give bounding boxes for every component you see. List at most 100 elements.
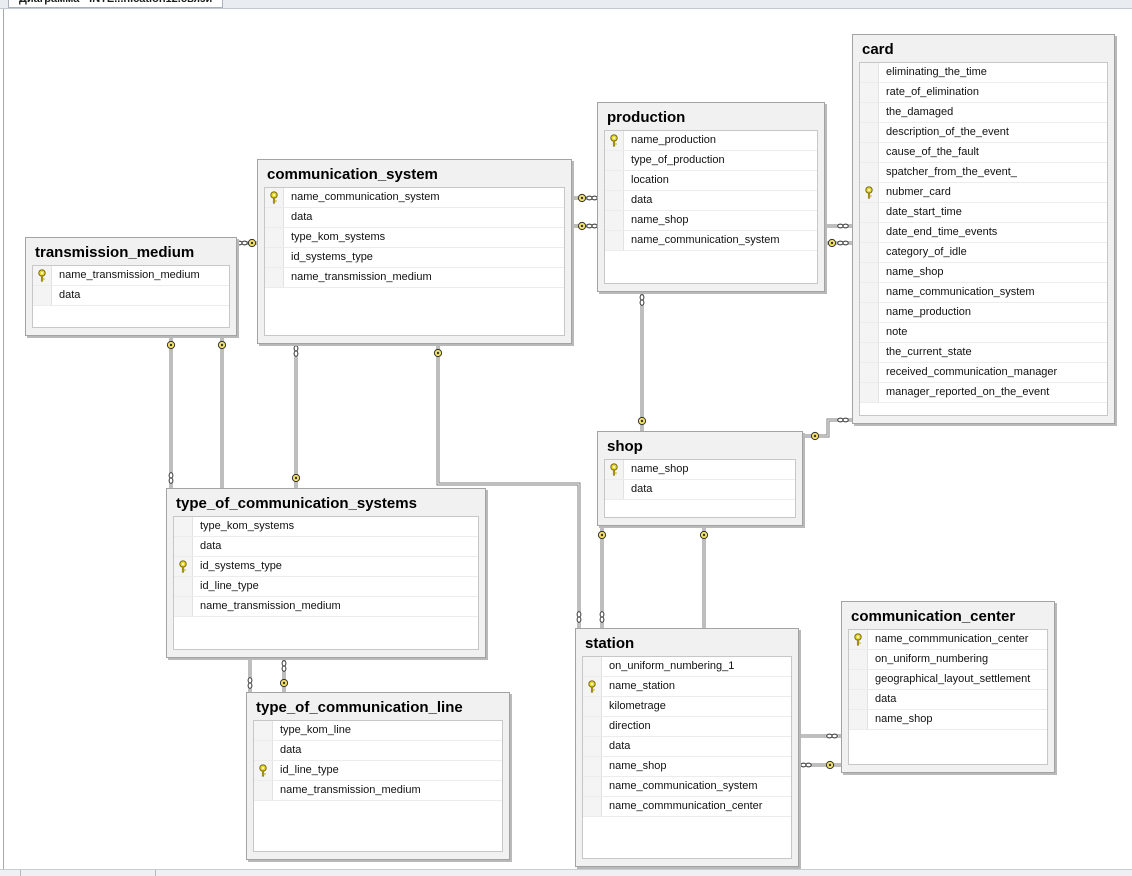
column-row[interactable]: id_line_type xyxy=(254,761,502,781)
column-row[interactable]: name_transmission_medium xyxy=(265,268,564,288)
column-row[interactable]: note xyxy=(860,323,1107,343)
column-row[interactable]: the_current_state xyxy=(860,343,1107,363)
row-selector[interactable] xyxy=(265,208,284,227)
row-selector[interactable] xyxy=(583,657,602,676)
row-selector[interactable] xyxy=(860,383,879,402)
column-row[interactable]: name_transmission_medium xyxy=(174,597,478,617)
column-row[interactable]: type_kom_systems xyxy=(265,228,564,248)
row-selector[interactable] xyxy=(849,630,868,649)
column-row[interactable]: id_systems_type xyxy=(174,557,478,577)
row-selector[interactable] xyxy=(265,228,284,247)
column-row[interactable]: category_of_idle xyxy=(860,243,1107,263)
row-selector[interactable] xyxy=(605,151,624,170)
row-selector[interactable] xyxy=(174,517,193,536)
row-selector[interactable] xyxy=(583,797,602,816)
row-selector[interactable] xyxy=(860,163,879,182)
row-selector[interactable] xyxy=(860,343,879,362)
column-row[interactable]: manager_reported_on_the_event xyxy=(860,383,1107,403)
column-row[interactable]: name_transmission_medium xyxy=(33,266,229,286)
column-row[interactable]: type_kom_systems xyxy=(174,517,478,537)
row-selector[interactable] xyxy=(605,191,624,210)
row-selector[interactable] xyxy=(174,597,193,616)
column-row[interactable]: geographical_layout_settlement xyxy=(849,670,1047,690)
row-selector[interactable] xyxy=(605,231,624,250)
column-row[interactable]: received_communication_manager xyxy=(860,363,1107,383)
column-row[interactable]: type_of_production xyxy=(605,151,817,171)
row-selector[interactable] xyxy=(605,211,624,230)
row-selector[interactable] xyxy=(849,650,868,669)
column-row[interactable]: name_communication_system xyxy=(265,188,564,208)
row-selector[interactable] xyxy=(265,248,284,267)
column-row[interactable]: name_communication_system xyxy=(860,283,1107,303)
row-selector[interactable] xyxy=(265,188,284,207)
row-selector[interactable] xyxy=(860,303,879,322)
column-row[interactable]: data xyxy=(605,480,795,500)
row-selector[interactable] xyxy=(849,670,868,689)
column-row[interactable]: data xyxy=(849,690,1047,710)
column-row[interactable]: spatcher_from_the_event_ xyxy=(860,163,1107,183)
column-row[interactable]: kilometrage xyxy=(583,697,791,717)
column-row[interactable]: id_systems_type xyxy=(265,248,564,268)
row-selector[interactable] xyxy=(605,131,624,150)
column-row[interactable]: name_commmunication_center xyxy=(849,630,1047,650)
column-row[interactable]: name_shop xyxy=(860,263,1107,283)
column-row[interactable]: name_production xyxy=(860,303,1107,323)
row-selector[interactable] xyxy=(849,710,868,729)
column-row[interactable]: data xyxy=(265,208,564,228)
column-row[interactable]: direction xyxy=(583,717,791,737)
row-selector[interactable] xyxy=(605,480,624,499)
column-row[interactable]: data xyxy=(583,737,791,757)
column-row[interactable]: data xyxy=(33,286,229,306)
row-selector[interactable] xyxy=(860,363,879,382)
row-selector[interactable] xyxy=(860,283,879,302)
row-selector[interactable] xyxy=(583,777,602,796)
row-selector[interactable] xyxy=(860,63,879,82)
row-selector[interactable] xyxy=(860,323,879,342)
column-row[interactable]: name_shop xyxy=(583,757,791,777)
column-row[interactable]: type_kom_line xyxy=(254,721,502,741)
column-row[interactable]: name_communication_system xyxy=(605,231,817,251)
row-selector[interactable] xyxy=(254,761,273,780)
row-selector[interactable] xyxy=(583,717,602,736)
row-selector[interactable] xyxy=(33,286,52,305)
row-selector[interactable] xyxy=(860,263,879,282)
row-selector[interactable] xyxy=(860,203,879,222)
column-row[interactable]: location xyxy=(605,171,817,191)
column-row[interactable]: description_of_the_event xyxy=(860,123,1107,143)
column-row[interactable]: name_commmunication_center xyxy=(583,797,791,817)
column-row[interactable]: the_damaged xyxy=(860,103,1107,123)
row-selector[interactable] xyxy=(174,537,193,556)
row-selector[interactable] xyxy=(860,143,879,162)
column-row[interactable]: nubmer_card xyxy=(860,183,1107,203)
column-row[interactable]: name_shop xyxy=(849,710,1047,730)
column-row[interactable]: data xyxy=(605,191,817,211)
column-row[interactable]: data xyxy=(174,537,478,557)
column-row[interactable]: name_shop xyxy=(605,460,795,480)
row-selector[interactable] xyxy=(174,577,193,596)
row-selector[interactable] xyxy=(605,171,624,190)
row-selector[interactable] xyxy=(583,677,602,696)
row-selector[interactable] xyxy=(583,757,602,776)
row-selector[interactable] xyxy=(33,266,52,285)
row-selector[interactable] xyxy=(254,741,273,760)
diagram-tab[interactable]: Диаграмма - INTE...nication12.связи xyxy=(8,0,224,8)
row-selector[interactable] xyxy=(265,268,284,287)
row-selector[interactable] xyxy=(254,781,273,800)
row-selector[interactable] xyxy=(583,737,602,756)
row-selector[interactable] xyxy=(860,103,879,122)
column-row[interactable]: date_start_time xyxy=(860,203,1107,223)
row-selector[interactable] xyxy=(860,83,879,102)
row-selector[interactable] xyxy=(860,123,879,142)
column-row[interactable]: rate_of_elimination xyxy=(860,83,1107,103)
column-row[interactable]: name_shop xyxy=(605,211,817,231)
column-row[interactable]: id_line_type xyxy=(174,577,478,597)
column-row[interactable]: date_end_time_events xyxy=(860,223,1107,243)
row-selector[interactable] xyxy=(860,243,879,262)
